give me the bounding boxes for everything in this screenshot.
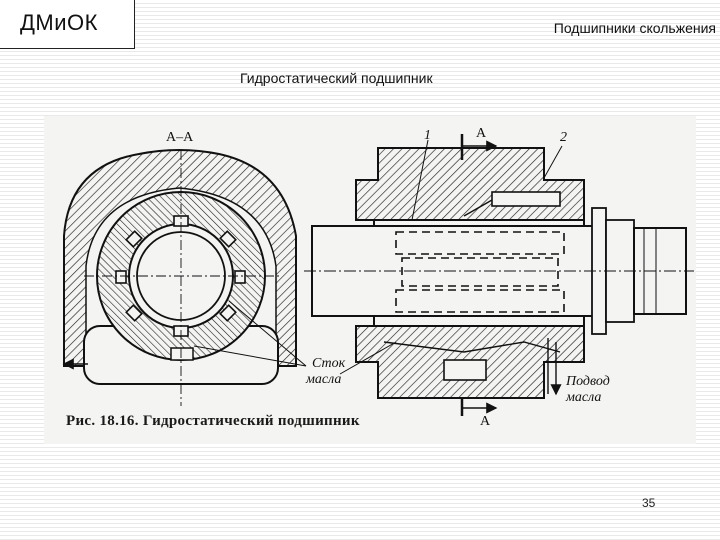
drain-label-line1: Сток bbox=[312, 356, 346, 371]
brand-box: ДМиОК bbox=[0, 0, 135, 49]
section-mark-top: А bbox=[476, 126, 487, 141]
drain-label-line2: масла bbox=[306, 372, 342, 387]
technical-drawing: А–А А А 1 2 Сток масла Подвод масла bbox=[44, 116, 696, 444]
supply-label-line1: Подвод bbox=[566, 374, 610, 389]
brand-label: ДМиОК bbox=[20, 10, 98, 35]
cross-section-view bbox=[62, 149, 307, 406]
section-label: А–А bbox=[166, 130, 194, 145]
figure-caption: Рис. 18.16. Гидростатический подшипник bbox=[66, 413, 360, 429]
part-label-2: 2 bbox=[560, 130, 567, 145]
slide-header-title: Подшипники скольжения bbox=[553, 20, 716, 36]
section-mark-bottom: А bbox=[480, 414, 491, 429]
bearing-drawing-svg bbox=[62, 134, 694, 416]
slide-subtitle: Гидростатический подшипник bbox=[240, 70, 433, 86]
page-number: 35 bbox=[642, 496, 656, 510]
part-label-1: 1 bbox=[424, 128, 431, 143]
longitudinal-view bbox=[304, 134, 694, 416]
supply-label-line2: масла bbox=[566, 390, 602, 405]
